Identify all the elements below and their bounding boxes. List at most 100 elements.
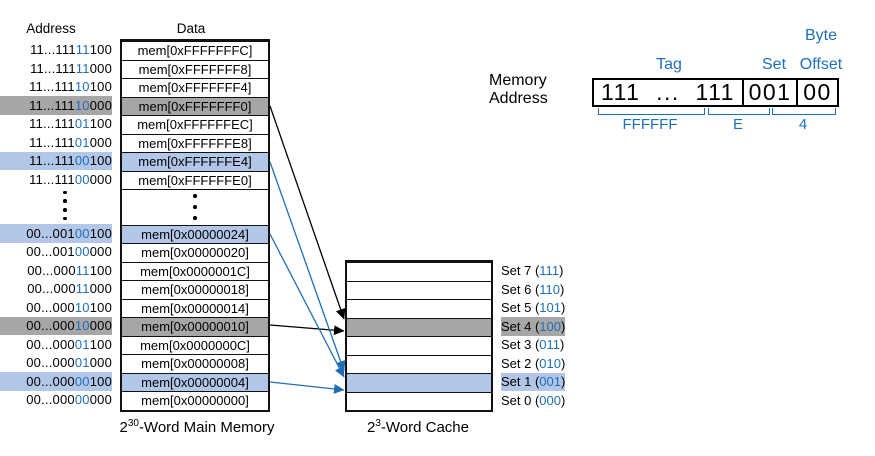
address-set-bits: 10: [74, 79, 90, 95]
address-set-bits: 00: [74, 153, 90, 169]
memory-cell: mem[0x00000004]: [122, 372, 268, 391]
address-set-bits: 01: [74, 116, 90, 132]
memory-cell: mem[0x00000008]: [122, 354, 268, 373]
memory-cell-label: mem[0xFFFFFFEC]: [137, 117, 253, 133]
cache-set-row: [347, 299, 491, 318]
memory-cell-label: mem[0xFFFFFFF0]: [138, 98, 252, 114]
address-tag-bits: 11...111: [29, 171, 75, 187]
address-set-bits: 10: [74, 299, 90, 315]
set-label-header: Set: [761, 56, 787, 73]
set-field: 001: [742, 79, 796, 105]
address-set-bits: 11: [75, 60, 90, 76]
memory-cell: mem[0x00000020]: [122, 243, 268, 262]
cache-set-row: [347, 336, 491, 355]
memory-cell-label: mem[0xFFFFFFF8]: [138, 61, 252, 77]
memory-cell-label: mem[0xFFFFFFF4]: [138, 80, 252, 96]
set-label-column: Set 7 (111)Set 6 (110)Set 5 (101)Set 4 (…: [501, 262, 566, 410]
memory-cell-label: mem[0xFFFFFFFC]: [137, 43, 253, 59]
memory-cell: mem[0xFFFFFFE0]: [122, 170, 268, 190]
memory-cell-label: mem[0xFFFFFFE0]: [138, 172, 252, 188]
address-set-bits: 00: [74, 373, 90, 389]
address-tag-bits: 00...001: [26, 225, 75, 241]
address-tag-bits: 11...111: [30, 60, 76, 76]
address-tag-bits: 11...111: [30, 42, 76, 58]
vertical-ellipsis-icon: [193, 194, 197, 220]
address-tag-bits: 00...000: [26, 336, 75, 352]
cache-set-row: [347, 317, 491, 336]
memory-cell-label: mem[0x00000008]: [141, 356, 249, 372]
set-label: Set 6 (110): [501, 281, 565, 297]
arrow-mem-fffffff0-to-set4: [269, 105, 346, 320]
arrow-mem-00000010-to-set4: [269, 324, 345, 336]
memory-cell: mem[0x00000000]: [122, 391, 268, 410]
address-offset-bits: 100: [89, 299, 112, 315]
address-offset-bits: 000: [89, 318, 112, 334]
cache-table: [345, 260, 493, 412]
address-offset-bits: 100: [89, 373, 112, 389]
hex-value-tag: FFFFFF: [622, 116, 678, 133]
address-offset-bits: 000: [89, 281, 112, 297]
memory-cell: mem[0xFFFFFFF0]: [122, 96, 268, 115]
memory-cell-label: mem[0x00000004]: [141, 374, 249, 390]
set-label: Set 5 (101): [501, 300, 566, 316]
data-column-header: Data: [176, 21, 206, 36]
memory-address-label: Memory Address: [489, 72, 548, 107]
memory-cell: mem[0x00000014]: [122, 298, 268, 318]
address-tag-bits: 00...001: [26, 244, 75, 260]
memory-cell: mem[0x00000018]: [122, 280, 268, 299]
arrow-mem-00000004-to-set1: [269, 381, 345, 394]
set-label: Set 2 (010): [501, 355, 566, 371]
address-tag-bits: 11...111: [29, 134, 75, 150]
set-index-bits: 001: [539, 374, 561, 390]
memory-cell-label: mem[0x00000018]: [141, 282, 249, 298]
cache-set-row: [347, 262, 491, 281]
memory-cell: mem[0x00000024]: [122, 224, 268, 243]
memory-cell-label: mem[0x00000020]: [141, 245, 249, 261]
address-tag-bits: 11...111: [29, 79, 75, 95]
memory-cell-label: mem[0x00000014]: [141, 300, 249, 316]
address-offset-bits: 100: [89, 79, 112, 95]
address-offset-bits: 000: [89, 392, 112, 408]
address-set-bits: 00: [74, 171, 90, 187]
memory-cell-label: mem[0xFFFFFFE4]: [138, 154, 252, 170]
memory-cell: mem[0xFFFFFFF4]: [122, 78, 268, 97]
memory-cell: mem[0xFFFFFFE8]: [122, 133, 268, 153]
hex-value-low: 4: [798, 116, 808, 133]
address-set-bits: 01: [74, 355, 90, 371]
memory-rows-bottom: mem[0x00000024] mem[0x00000020] mem[0x0000…: [122, 224, 268, 410]
byte-offset-field: 00: [796, 79, 837, 105]
memory-cell-label: mem[0x00000010]: [141, 319, 249, 335]
cache-set-row: [347, 280, 491, 300]
address-column-header: Address: [26, 21, 76, 36]
cache-set-row: [347, 373, 491, 392]
address-offset-bits: 100: [89, 153, 112, 169]
memory-cell: mem[0x00000010]: [122, 317, 268, 336]
address-set-bits: 11: [75, 281, 90, 297]
address-tag-bits: 11...111: [29, 153, 75, 169]
set-label: Set 7 (111): [501, 263, 564, 279]
address-set-bits: 11: [75, 42, 90, 58]
memory-cell: mem[0xFFFFFFF8]: [122, 59, 268, 79]
address-tag-bits: 11...111: [29, 116, 75, 132]
cache-rows: [347, 262, 491, 410]
address-set-bits: 11: [75, 262, 90, 278]
main-memory-table: mem[0xFFFFFFFC] mem[0xFFFFFFF8] mem[0xFFFF…: [120, 39, 270, 412]
set-labels: Set 7 (111)Set 6 (110)Set 5 (101)Set 4 (…: [501, 262, 566, 410]
address-tag-bits: 00...000: [26, 299, 75, 315]
address-tag-bits: 11...111: [29, 97, 75, 113]
memory-cell-label: mem[0x00000024]: [141, 226, 249, 242]
cache-set-row: [347, 354, 491, 374]
hex-bracket-tag: [598, 108, 705, 115]
address-tag-bits: 00...000: [27, 262, 76, 278]
